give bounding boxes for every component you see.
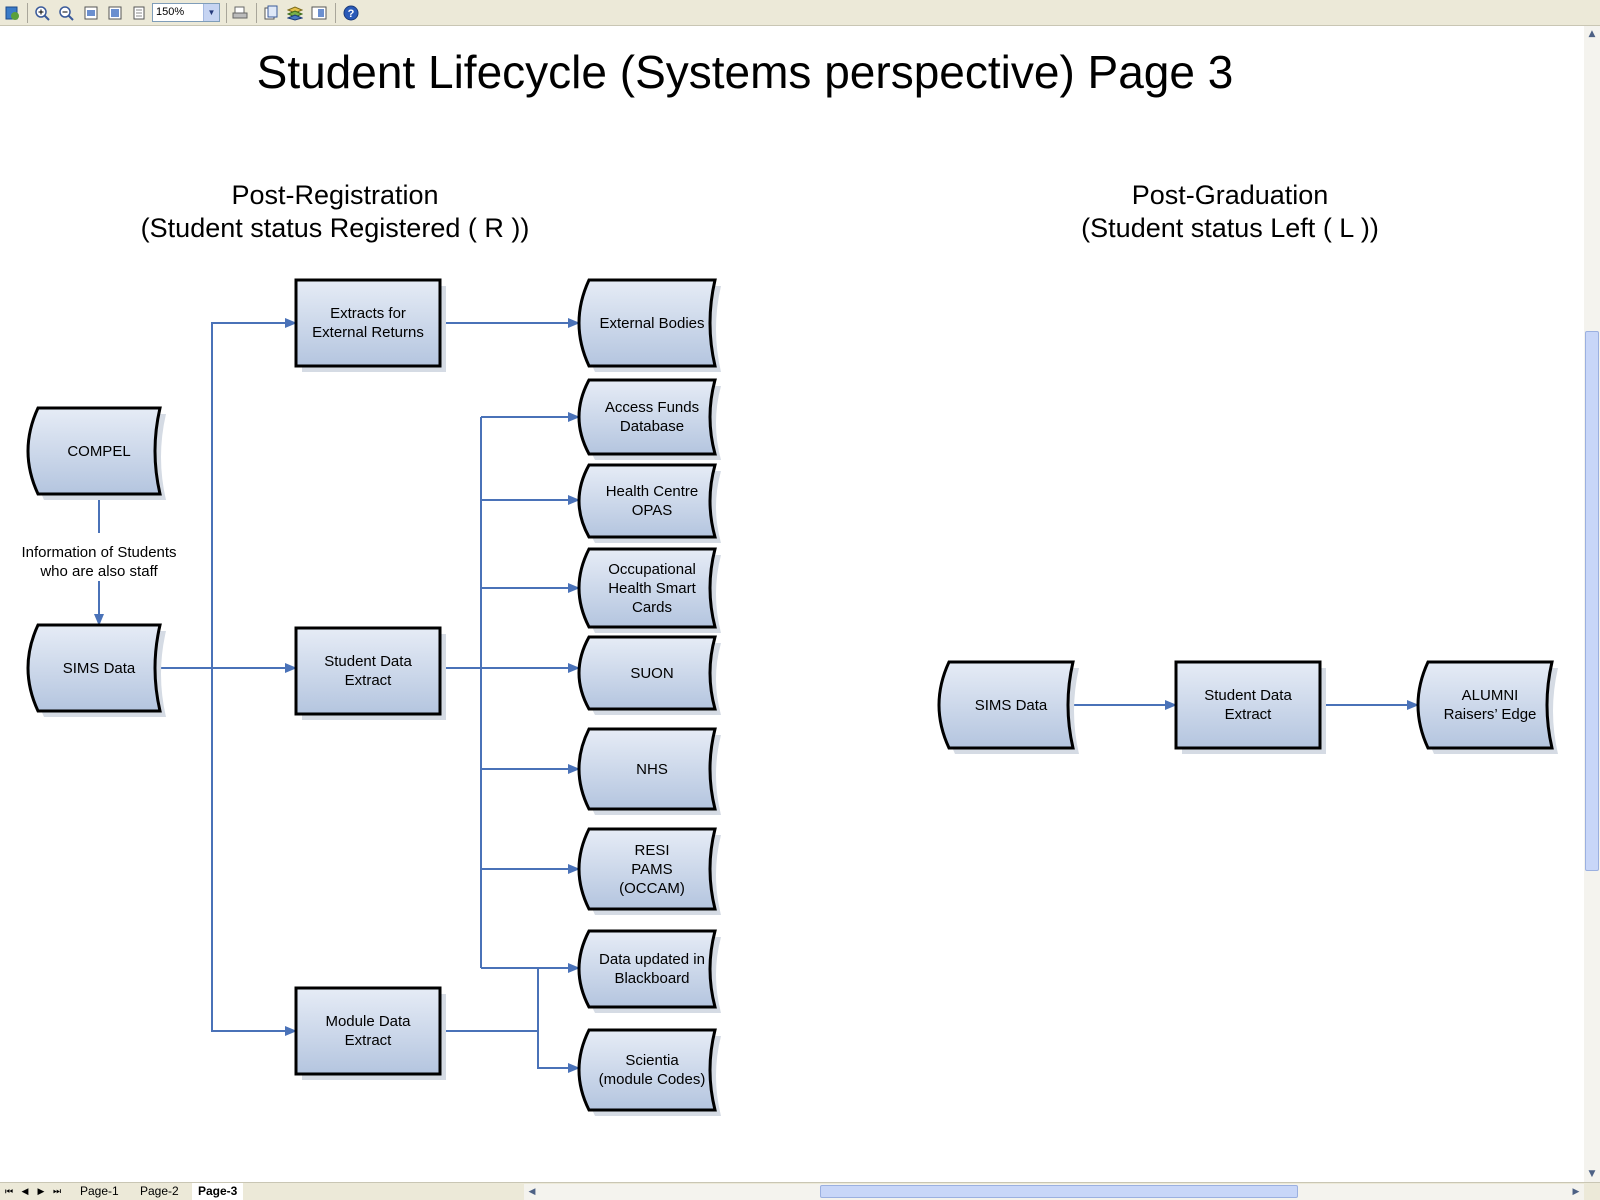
zoom-in-button[interactable] xyxy=(33,4,51,22)
help-glyph: ? xyxy=(348,8,355,20)
pages-button[interactable] xyxy=(262,4,280,22)
node-shape-sims-data[interactable] xyxy=(26,623,162,713)
layers-icon xyxy=(287,6,303,21)
node-label-pg-student-extract: Student Data Extract xyxy=(1204,687,1292,723)
node-label-pg-sims-data: SIMS Data xyxy=(974,696,1048,714)
actual-size-icon xyxy=(133,6,145,20)
node-shape-occupational-health[interactable] xyxy=(577,547,717,629)
node-label-suon: SUON xyxy=(630,664,674,682)
scroll-up-icon[interactable]: ▲ xyxy=(1588,29,1596,39)
node-label-extracts-external: Extracts for External Returns xyxy=(312,305,424,341)
node-shape-student-extract[interactable] xyxy=(294,626,442,716)
node-shape-external-bodies[interactable] xyxy=(577,278,717,368)
node-shape-blackboard[interactable] xyxy=(577,929,717,1009)
node-shape-scientia[interactable] xyxy=(577,1028,717,1112)
section-heading-post-registration: Post-Registration (Student status Regist… xyxy=(110,179,560,245)
section-heading-line: Post-Graduation xyxy=(1131,180,1329,210)
toolbar-separator xyxy=(256,3,257,23)
drawing-canvas[interactable]: Student Lifecycle (Systems perspective) … xyxy=(0,26,1584,1182)
section-heading-post-graduation: Post-Graduation (Student status Left ( L… xyxy=(1030,179,1430,245)
node-label-sims-data: SIMS Data xyxy=(62,659,136,677)
connector-line xyxy=(211,318,297,668)
chevron-down-icon[interactable]: ▼ xyxy=(203,4,219,21)
scroll-right-icon[interactable]: ▶ xyxy=(1572,1187,1580,1197)
edge-label-staff-info: Information of Students who are also sta… xyxy=(10,543,188,581)
node-label-health-centre: Health Centre OPAS xyxy=(605,483,699,519)
node-shape-access-funds[interactable] xyxy=(577,378,717,456)
toolbar-separator xyxy=(27,3,28,23)
pan-zoom-button[interactable] xyxy=(310,4,328,22)
node-shape-health-centre[interactable] xyxy=(577,463,717,539)
horizontal-scrollbar[interactable]: ◀ ▶ xyxy=(524,1184,1584,1200)
node-label-access-funds: Access Funds Database xyxy=(604,399,700,435)
node-shape-extracts-external[interactable] xyxy=(294,278,442,368)
whole-page-icon xyxy=(108,6,122,20)
node-shape-nhs[interactable] xyxy=(577,727,717,811)
node-label-student-extract: Student Data Extract xyxy=(324,653,412,689)
zoom-in-icon xyxy=(35,6,50,21)
toolbar: 150% ▼ ? xyxy=(0,0,1600,26)
section-heading-line: (Student status Registered ( R )) xyxy=(140,213,530,243)
next-page-icon[interactable]: ▶ xyxy=(37,1186,45,1197)
diagram-drawing xyxy=(26,278,1558,1116)
node-label-compel: COMPEL xyxy=(67,442,131,460)
help-button[interactable]: ? xyxy=(342,4,360,22)
previous-page-icon[interactable]: ◀ xyxy=(21,1186,29,1197)
node-shape-compel[interactable] xyxy=(26,406,162,496)
print-icon xyxy=(232,6,248,19)
actual-size-button[interactable] xyxy=(130,4,148,22)
page-icon xyxy=(5,6,19,20)
tab-page-2[interactable]: Page-2 xyxy=(140,1184,179,1198)
vertical-scrollbar[interactable]: ▲ ▼ xyxy=(1584,26,1600,1182)
page-title: Student Lifecycle (Systems perspective) … xyxy=(256,46,1234,98)
node-label-scientia: Scientia (module Codes) xyxy=(598,1052,706,1088)
section-heading-line: (Student status Left ( L )) xyxy=(1081,213,1379,243)
node-label-nhs: NHS xyxy=(636,760,668,778)
node-label-external-bodies: External Bodies xyxy=(599,314,705,332)
print-button[interactable] xyxy=(231,4,249,22)
connector-line xyxy=(211,668,297,1036)
zoom-value: 150% xyxy=(156,6,185,18)
full-screen-button[interactable] xyxy=(3,4,21,22)
zoom-out-button[interactable] xyxy=(57,4,75,22)
connector-line xyxy=(537,968,580,1073)
node-label-blackboard: Data updated in Blackboard xyxy=(599,951,705,987)
first-page-icon[interactable]: ⏮ xyxy=(4,1186,14,1197)
zoom-select[interactable]: 150% ▼ xyxy=(152,3,220,22)
node-shape-resi[interactable] xyxy=(577,827,717,911)
scroll-left-icon[interactable]: ◀ xyxy=(528,1187,536,1197)
connectors xyxy=(94,318,1419,1073)
whole-page-button[interactable] xyxy=(106,4,124,22)
node-label-resi: RESI PAMS (OCCAM) xyxy=(619,841,685,897)
zoom-out-icon xyxy=(59,6,74,21)
scroll-down-icon[interactable]: ▼ xyxy=(1588,1169,1596,1179)
horizontal-scroll-thumb[interactable] xyxy=(820,1185,1298,1198)
node-label-occupational-health: Occupational Health Smart Cards xyxy=(608,560,696,616)
last-page-icon[interactable]: ⏭ xyxy=(52,1186,62,1197)
pages-icon xyxy=(264,5,278,20)
tab-page-3[interactable]: Page-3 xyxy=(192,1183,244,1200)
section-heading-line: Post-Registration xyxy=(231,180,439,210)
layers-button[interactable] xyxy=(286,4,304,22)
help-icon: ? xyxy=(343,5,359,21)
vertical-scroll-thumb[interactable] xyxy=(1585,331,1599,871)
node-label-module-extract: Module Data Extract xyxy=(325,1013,411,1049)
toolbar-separator xyxy=(226,3,227,23)
node-shape-module-extract[interactable] xyxy=(294,986,442,1076)
pan-zoom-icon xyxy=(311,6,327,20)
page-width-icon xyxy=(84,6,98,20)
page-width-button[interactable] xyxy=(82,4,100,22)
node-shape-pg-alumni[interactable] xyxy=(1416,660,1554,750)
toolbar-separator xyxy=(335,3,336,23)
shapes xyxy=(26,278,1558,1116)
node-shape-pg-sims-data[interactable] xyxy=(937,660,1075,750)
page-tab-bar: ⏮ ◀ ▶ ⏭ Page-1 Page-2 Page-3 ◀ ▶ xyxy=(0,1182,1600,1200)
node-label-pg-alumni: ALUMNI Raisers’ Edge xyxy=(1443,687,1537,723)
tab-page-1[interactable]: Page-1 xyxy=(80,1184,119,1198)
node-shape-suon[interactable] xyxy=(577,635,717,711)
node-shape-pg-student-extract[interactable] xyxy=(1174,660,1322,750)
